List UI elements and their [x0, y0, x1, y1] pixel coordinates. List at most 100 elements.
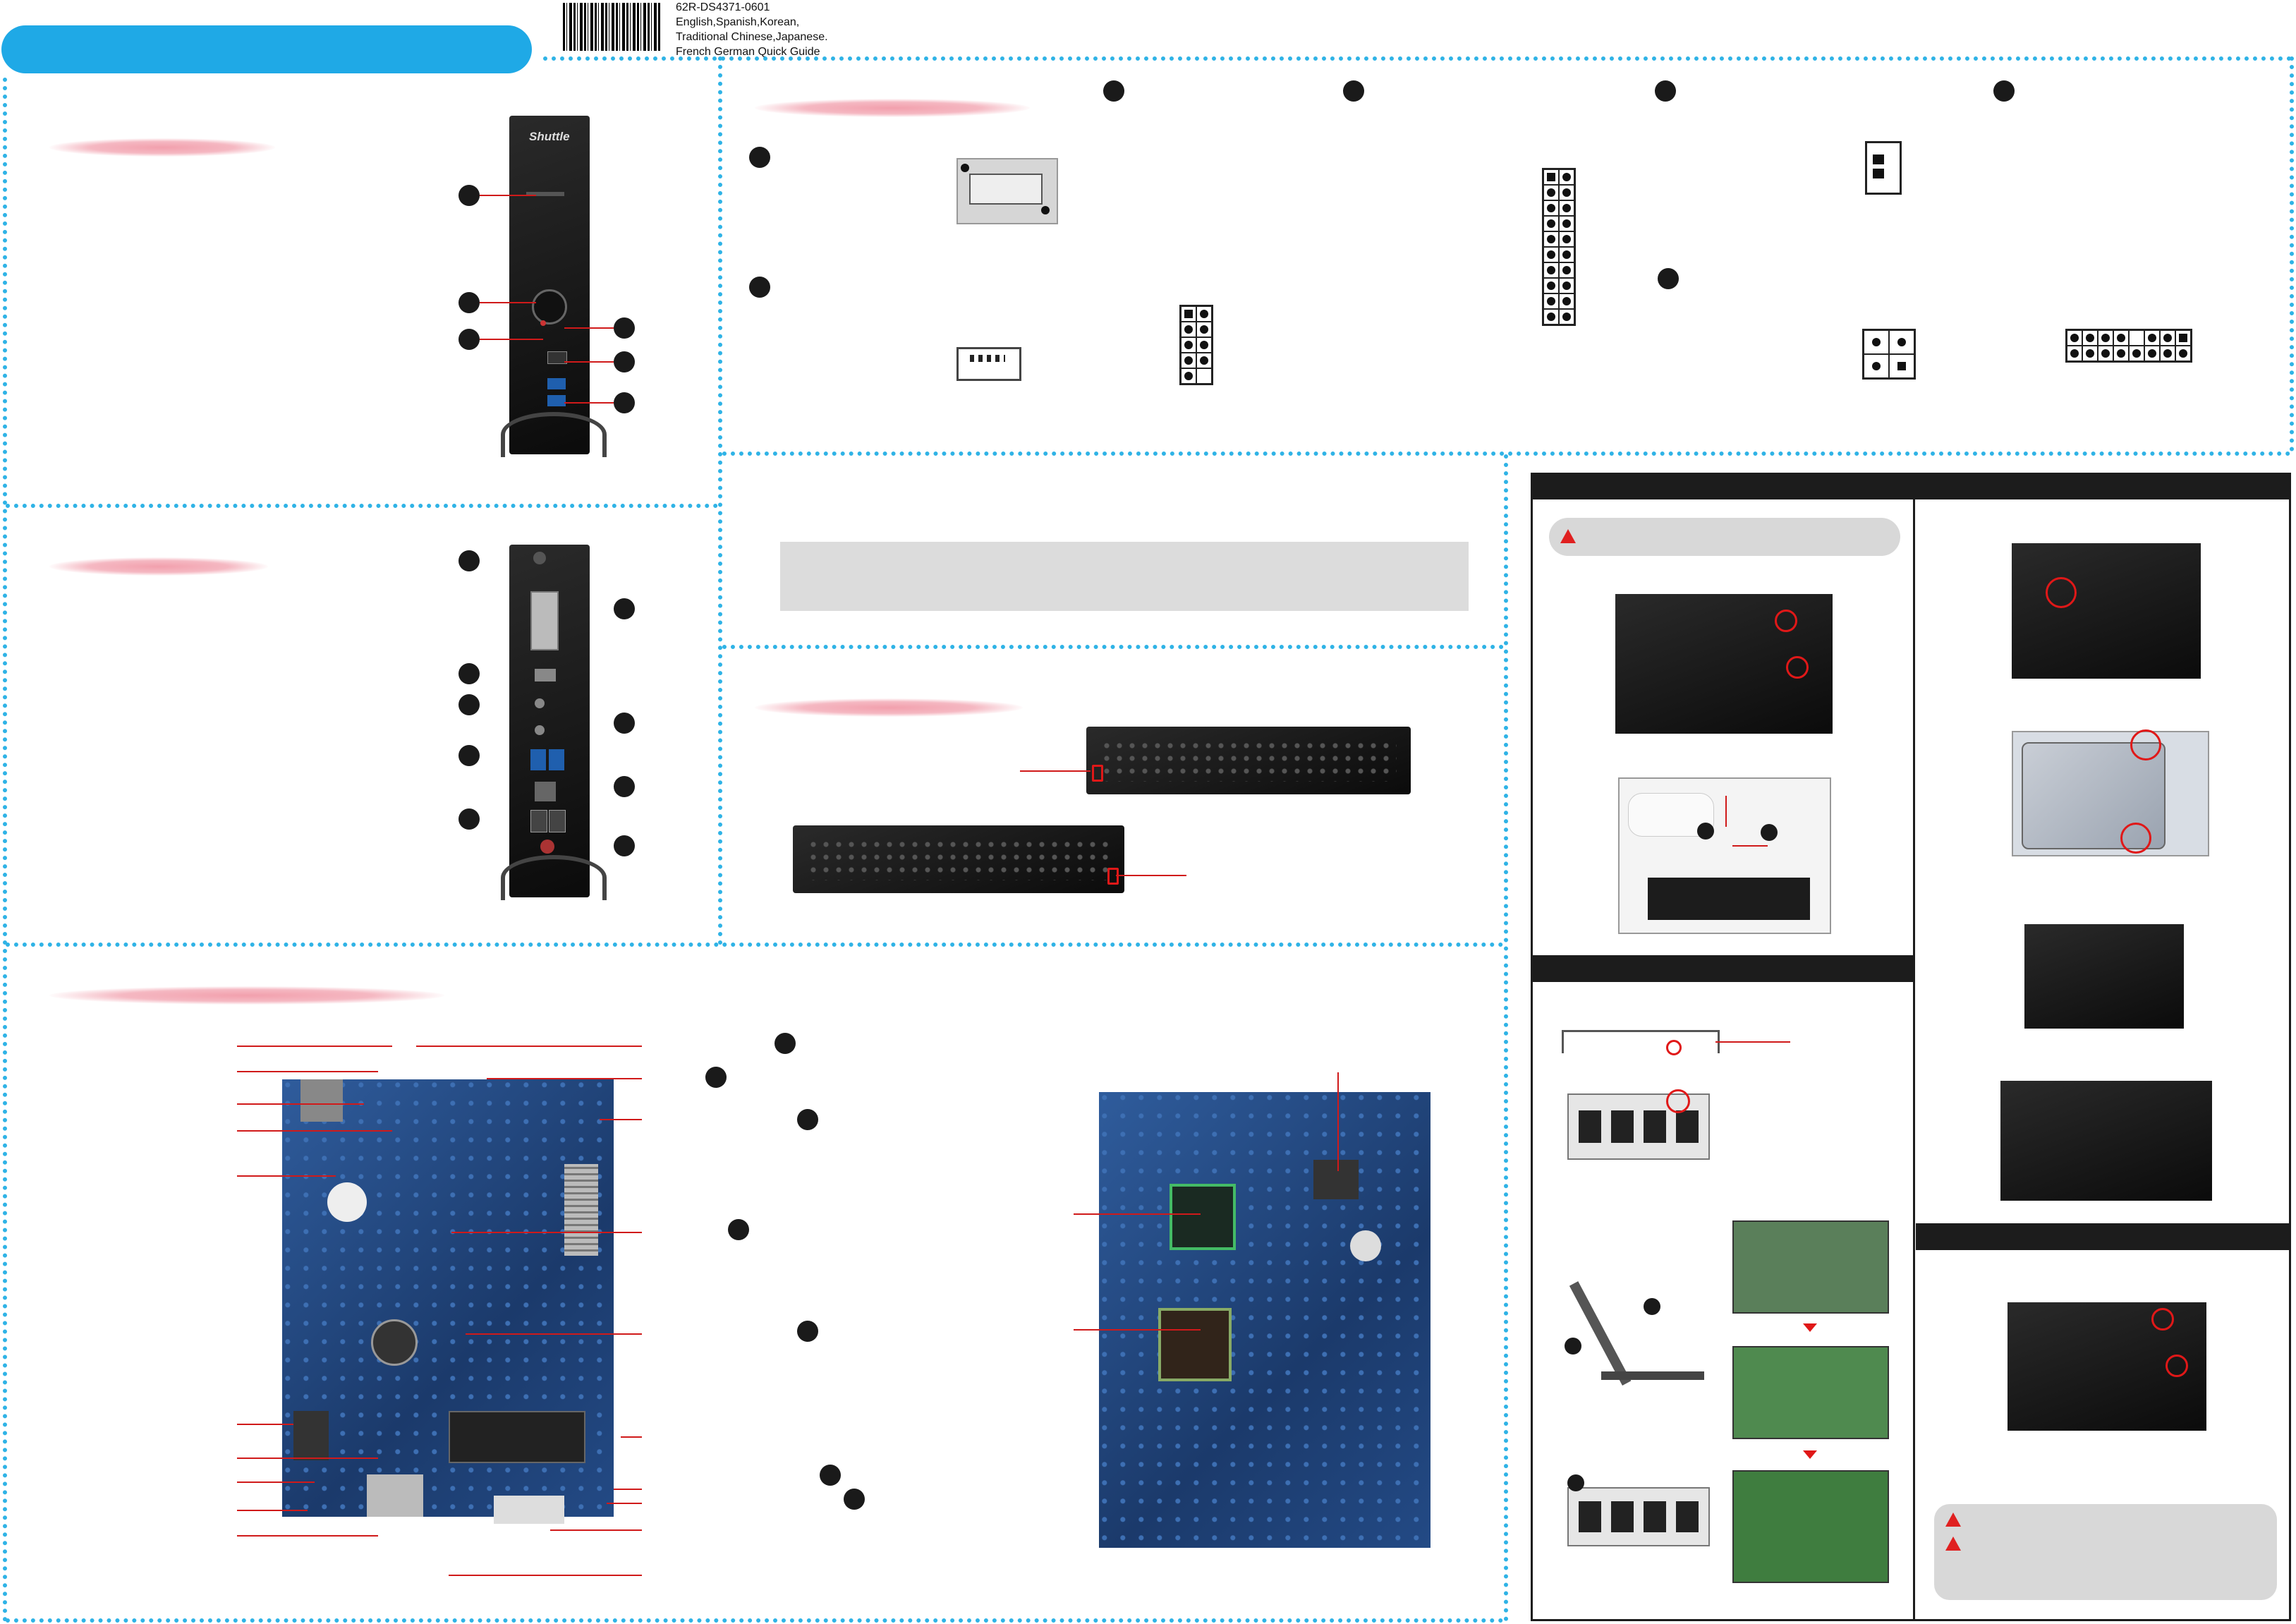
rear-callout-9 [614, 835, 635, 856]
pin [1559, 293, 1574, 309]
pin [1181, 306, 1196, 322]
memory-photo-3 [1732, 1470, 1889, 1583]
warning-icon [1560, 529, 1576, 543]
pin [2175, 330, 2191, 346]
board-dvi-block [494, 1496, 564, 1524]
board-leader-l5 [237, 1175, 336, 1177]
pin [1181, 353, 1196, 368]
ram-chip [1611, 1110, 1634, 1143]
cover-step-1 [1697, 823, 1714, 840]
screw-highlight-2 [1786, 656, 1809, 679]
pin [2067, 346, 2082, 361]
lan-port [535, 782, 556, 801]
pin [2098, 346, 2113, 361]
speaker-jumper-diagram [1865, 141, 1902, 195]
hdd-screw-highlight [2046, 577, 2077, 608]
pin [1543, 309, 1559, 325]
connectors-heading-brush [755, 99, 1030, 117]
leader-6 [564, 402, 614, 404]
jumper-pin-1 [1873, 154, 1884, 164]
title-banner [1, 25, 532, 73]
leader-5 [564, 361, 614, 363]
conn-callout-c [1658, 268, 1679, 289]
mb-callout-2 [705, 1067, 727, 1088]
mainboard-heading-brush [49, 986, 444, 1005]
mb-callout-5 [797, 1321, 818, 1342]
pin [2067, 330, 2082, 346]
memory-step-1 [1565, 1338, 1581, 1355]
board-leader-r3 [600, 1119, 642, 1120]
ram-chip [1676, 1110, 1699, 1143]
border-left [3, 78, 7, 1623]
dvi-port [530, 591, 559, 650]
rear-panel-heading-brush [49, 557, 268, 576]
memory-notch-highlight-1 [1666, 1040, 1682, 1055]
warning-pill [1549, 518, 1900, 556]
leader-4 [564, 327, 614, 329]
brand-logo: Shuttle [529, 130, 570, 143]
board-usb-block [367, 1474, 423, 1517]
side-view-photo-1 [1086, 727, 1411, 794]
mb-callout-3 [797, 1109, 818, 1130]
rear-usb2-port-1 [530, 810, 547, 832]
pin [1559, 200, 1574, 216]
memory-angle-diagram [1563, 1273, 1704, 1386]
pin [1543, 247, 1559, 262]
closing-warning-box [1934, 1504, 2277, 1600]
rear-callout-3 [458, 663, 480, 684]
rear-usb2-port-2 [549, 810, 566, 832]
memory-notch-highlight-2 [1666, 1089, 1690, 1113]
border-top [543, 56, 2292, 61]
pin [2082, 330, 2098, 346]
pin [1181, 322, 1196, 337]
conn-callout-b [749, 277, 770, 298]
pin [1559, 169, 1574, 185]
pin [1543, 200, 1559, 216]
leader-2 [480, 302, 536, 303]
bracket-screw-bottom [2120, 823, 2151, 854]
memory-photo-2 [1732, 1346, 1889, 1439]
board-leader-r10 [449, 1575, 642, 1576]
usb2-port [547, 351, 567, 364]
cover-step-2 [1761, 824, 1778, 841]
lock-slot-highlight-2 [1107, 868, 1119, 885]
front-panel-heading-brush [49, 138, 275, 157]
pin [1543, 278, 1559, 293]
document-code: 62R-DS4371-0601 [676, 1, 770, 13]
pin [2144, 330, 2160, 346]
pin [1543, 231, 1559, 247]
ram-chip [1579, 1110, 1601, 1143]
rear-stand [501, 855, 607, 900]
board-leader-l1 [237, 1046, 392, 1047]
pin [1196, 337, 1212, 353]
cmos-battery [371, 1319, 418, 1366]
power-led [540, 320, 546, 326]
mb-callout-6 [820, 1465, 841, 1486]
stand [501, 412, 607, 457]
board-leader-l9 [237, 1510, 308, 1511]
installation-panel-header [1531, 473, 2291, 499]
pin [1559, 231, 1574, 247]
pin [1543, 185, 1559, 200]
cover-removal-photo [1618, 777, 1831, 934]
audio-jack [535, 698, 545, 708]
usb3-port-2 [547, 395, 566, 406]
pin [1196, 368, 1212, 384]
board-connector-left [293, 1411, 329, 1460]
pin [1196, 306, 1212, 322]
power-connector-grid [1862, 329, 1916, 380]
io-chip [1313, 1160, 1359, 1199]
board-leader-l2 [237, 1071, 378, 1072]
note-box [780, 542, 1469, 611]
vent-holes-1 [1100, 739, 1397, 782]
cpu-chip [1170, 1184, 1236, 1250]
ram-chip [1676, 1501, 1699, 1532]
rear-callout-2 [614, 598, 635, 619]
callout-3 [458, 329, 480, 350]
rear-callout-8 [458, 808, 480, 830]
divider-note [722, 645, 1504, 649]
pin [2129, 346, 2144, 361]
mic-jack [535, 725, 545, 735]
pin [1543, 293, 1559, 309]
cover-removal-chassis [1648, 878, 1810, 920]
